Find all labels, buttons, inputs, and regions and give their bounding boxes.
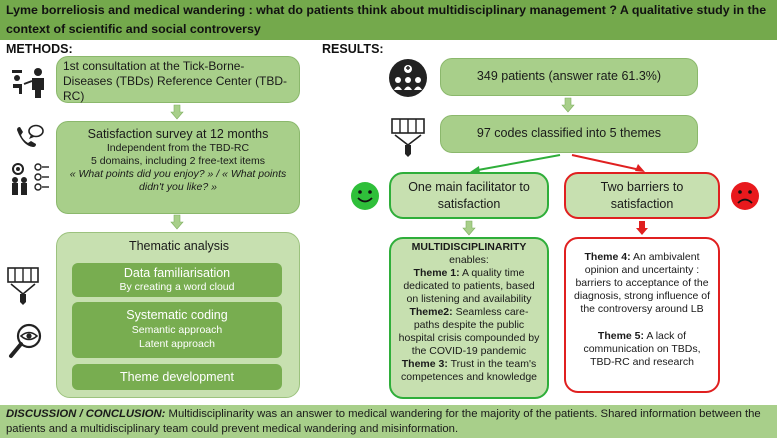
familiarisation-sub: By creating a word cloud (119, 281, 235, 293)
consultation-text: 1st consultation at the Tick-Borne-Disea… (63, 59, 288, 103)
theme4-text: An ambivalent opinion and uncertainty : … (573, 251, 710, 315)
results-header: RESULTS: (322, 42, 384, 56)
arrow-down-3 (561, 97, 575, 113)
theme5-text: A lack of communication on TBDs, TBD-RC … (583, 330, 701, 368)
theme1: Theme 1: A quality time dedicated to pat… (397, 267, 541, 306)
theme-development-label: Theme development (120, 370, 234, 384)
arrow-down-2 (170, 214, 184, 230)
multi-enables: enables: (449, 254, 489, 266)
arrow-down-red (636, 221, 648, 235)
codes-funnel-icon (391, 118, 425, 157)
theme3-text: Trust in the team's competences and know… (400, 358, 537, 383)
survey-box: Satisfaction survey at 12 months Indepen… (56, 121, 300, 214)
theme4-label: Theme 4: (584, 251, 631, 263)
methods-header: METHODS: (6, 42, 73, 56)
coding-funnel-icon (7, 267, 39, 305)
magnifier-eye-icon (9, 323, 42, 358)
barriers-title: Two barriers to satisfaction (600, 180, 684, 211)
coding-sub1: Semantic approach (131, 324, 223, 336)
theme-development-box: Theme development (72, 364, 282, 390)
thematic-title: Thematic analysis (128, 239, 230, 253)
familiarisation-box: Data familiarisation By creating a word … (72, 263, 282, 297)
theme5: Theme 5: A lack of communication on TBDs… (572, 330, 712, 369)
conclusion-label: DISCUSSION / CONCLUSION: (6, 408, 166, 420)
survey-line1: Independent from the TBD-RC (106, 142, 250, 154)
conclusion-text: Multidisciplinarity was an answer to med… (6, 408, 761, 435)
coding-sub2: Latent approach (139, 338, 215, 350)
survey-line3: « What points did you enjoy? » / « What … (69, 168, 287, 193)
theme1-label: Theme 1: (413, 267, 460, 279)
arrow-down-green (462, 220, 476, 236)
conclusion-bar: DISCUSSION / CONCLUSION: Multidisciplina… (0, 405, 777, 438)
consultation-icon (12, 68, 44, 98)
codes-text: 97 codes classified into 5 themes (476, 126, 662, 140)
phone-chat-icon (17, 124, 44, 147)
thematic-analysis-panel: Thematic analysis Data familiarisation B… (56, 232, 300, 398)
theme3-label: Theme 3: (401, 358, 448, 370)
survey-people-icon (12, 163, 49, 195)
survey-line2: 5 domains, including 2 free-text items (91, 155, 265, 167)
theme2: Theme2: Seamless care-paths despite the … (397, 306, 541, 358)
theme2-text: Seamless care-paths despite the public h… (398, 306, 540, 357)
smiley-happy-icon (351, 182, 379, 210)
barriers-box: Two barriers to satisfaction (564, 172, 720, 219)
patients-box: 349 patients (answer rate 61.3%) (440, 58, 698, 96)
multi-heading: MULTIDISCIPLINARITY (411, 241, 527, 253)
facilitator-title: One main facilitator to satisfaction (408, 180, 530, 211)
facilitator-detail-box: MULTIDISCIPLINARITY enables: Theme 1: A … (389, 237, 549, 399)
survey-title: Satisfaction survey at 12 months (87, 127, 269, 141)
consultation-box: 1st consultation at the Tick-Borne-Disea… (56, 56, 300, 103)
coding-title: Systematic coding (126, 308, 228, 322)
patients-group-icon (389, 59, 427, 97)
codes-box: 97 codes classified into 5 themes (440, 115, 698, 153)
theme3: Theme 3: Trust in the team's competences… (397, 358, 541, 384)
theme2-label: Theme2: (409, 306, 453, 318)
facilitator-box: One main facilitator to satisfaction (389, 172, 549, 219)
familiarisation-title: Data familiarisation (123, 266, 231, 280)
coding-box: Systematic coding Semantic approach Late… (72, 302, 282, 358)
smiley-sad-icon (731, 182, 759, 210)
barriers-detail-box: Theme 4: An ambivalent opinion and uncer… (564, 237, 720, 393)
theme4: Theme 4: An ambivalent opinion and uncer… (572, 251, 712, 316)
theme5-label: Theme 5: (597, 330, 645, 342)
page-title: Lyme borreliosis and medical wandering :… (0, 0, 777, 40)
arrow-down-1 (170, 104, 184, 120)
patients-text: 349 patients (answer rate 61.3%) (476, 69, 662, 83)
theme1-text: A quality time dedicated to patients, ba… (403, 267, 535, 305)
